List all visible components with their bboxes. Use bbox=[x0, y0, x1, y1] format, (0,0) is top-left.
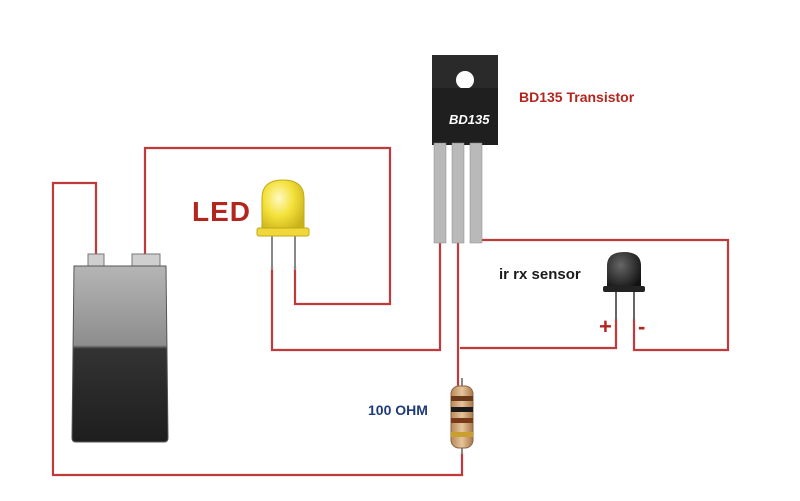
wire-transistor-collector bbox=[477, 238, 730, 352]
resistor-label: 100 OHM bbox=[368, 402, 428, 418]
ir-sensor bbox=[603, 252, 645, 320]
ir-sensor-label: ir rx sensor bbox=[499, 266, 581, 283]
wires bbox=[51, 146, 730, 477]
transistor-label: BD135 Transistor bbox=[519, 89, 635, 105]
led-label: LED bbox=[192, 196, 251, 227]
ir-minus-label: - bbox=[638, 314, 646, 339]
wire-led-cathode bbox=[270, 240, 442, 352]
battery bbox=[71, 253, 169, 443]
wire-battery-negative bbox=[51, 181, 464, 477]
resistor bbox=[450, 378, 474, 454]
transistor-marking: BD135 bbox=[449, 112, 490, 127]
led bbox=[256, 179, 310, 270]
wire-ir-positive bbox=[460, 318, 618, 350]
transistor bbox=[432, 55, 498, 244]
ir-plus-label: + bbox=[599, 314, 612, 339]
wire-battery-positive bbox=[143, 146, 392, 306]
